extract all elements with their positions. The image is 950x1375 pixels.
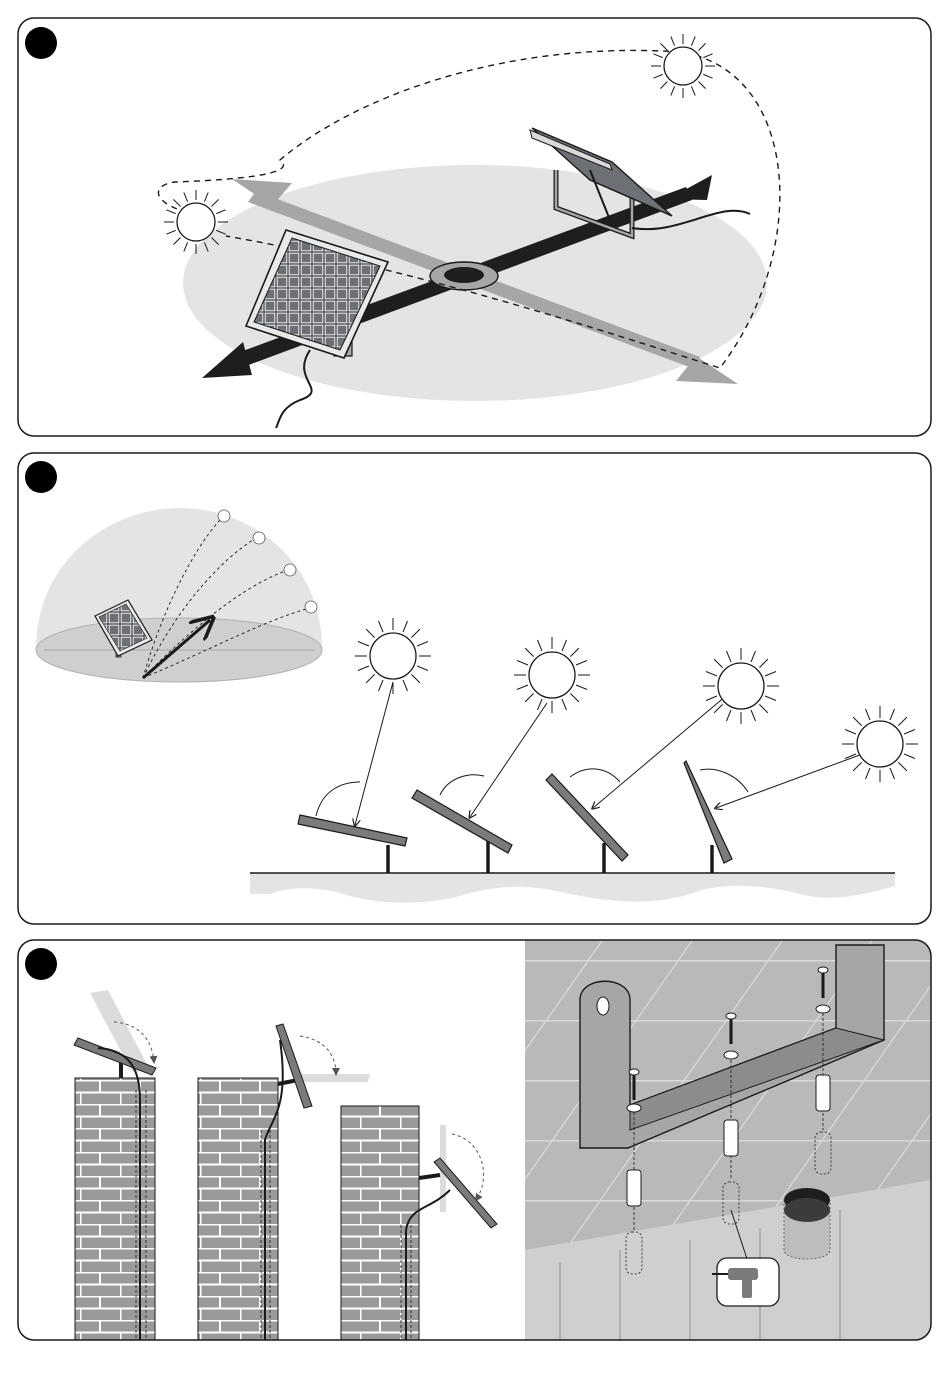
sun-icon xyxy=(514,637,590,713)
panel-tilt xyxy=(18,453,931,924)
compass-center xyxy=(430,262,498,290)
panel-mounting xyxy=(18,940,931,1340)
sun-icon xyxy=(164,190,228,254)
step-3-bullet xyxy=(25,948,57,980)
sun-icon xyxy=(703,648,779,724)
sun-icon xyxy=(842,706,918,782)
sun-icon xyxy=(651,34,715,98)
drill-bit-tube xyxy=(784,1188,830,1259)
panel-orientation xyxy=(18,18,931,436)
sun-icon xyxy=(355,618,431,694)
step-1-bullet xyxy=(25,27,57,59)
step-2-bullet xyxy=(25,461,57,493)
